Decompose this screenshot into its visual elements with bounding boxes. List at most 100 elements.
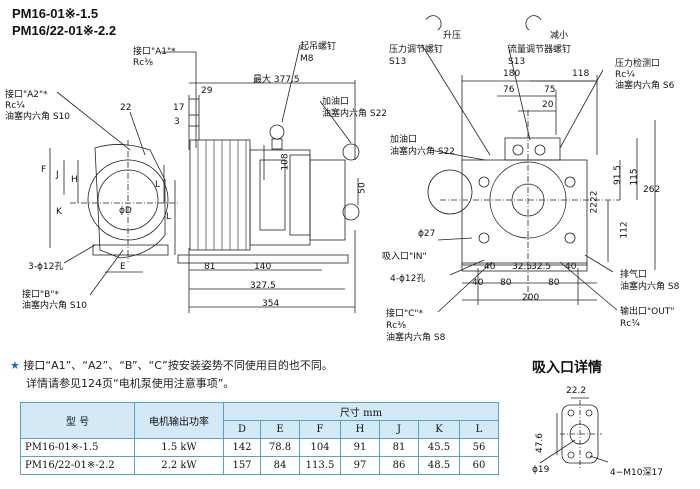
- dim-140: 140: [254, 262, 272, 272]
- cell-value: 142: [223, 438, 261, 457]
- dim-3: 3: [174, 117, 180, 127]
- letter-D: ϕD: [119, 206, 132, 216]
- dim-262: 262: [643, 185, 661, 195]
- port-c-size: Rc⅜: [386, 321, 406, 331]
- flow-down-label: 减小: [550, 31, 569, 41]
- dim-phi27: ϕ27: [418, 229, 436, 239]
- pump-housing: [461, 159, 588, 266]
- increase-arrow: [425, 15, 442, 31]
- port-c-plug: 油塞内六角 S8: [386, 333, 446, 343]
- foot-plate: [92, 244, 169, 256]
- model-title-2: PM16/22-01※-2.2: [12, 23, 117, 38]
- th-size: 尺寸 mm: [223, 402, 499, 421]
- suction-flange: [427, 169, 473, 215]
- lifting-eye: [269, 124, 285, 140]
- dim-108: 108: [280, 153, 291, 171]
- dim-2222: 2222: [589, 190, 600, 214]
- th-col-J: J: [379, 420, 419, 439]
- oil-inlet-plug: [342, 143, 360, 161]
- dim-75: 75: [544, 85, 556, 95]
- letter-H: H: [71, 175, 78, 185]
- dim-22: 22: [120, 103, 132, 113]
- letter-E: E: [120, 262, 126, 272]
- port-a2-plug: 油塞内六角 S10: [5, 112, 71, 122]
- cell-model: PM16/22-01※-2.2: [20, 456, 135, 475]
- cell-value: 97: [340, 456, 380, 475]
- port-c-label: 接口"C"*: [386, 309, 424, 319]
- port-b-label: 接口"B"*: [22, 290, 59, 300]
- side-oil-inlet-plug: 油塞内六角 S22: [322, 109, 388, 119]
- note-star-icon: ★: [10, 359, 20, 372]
- cell-model: PM16-01※-1.5: [20, 438, 135, 457]
- detail-title: 吸入口详情: [532, 360, 602, 376]
- note-line-2: 详情请参见124页“电机泵使用注意事项”。: [26, 377, 235, 390]
- dim-32-5-left: 32.5: [512, 262, 533, 272]
- flow-screw-size: S13: [508, 57, 526, 67]
- pressure-port-plug: 油塞内六角 S6: [615, 81, 675, 91]
- thread-label: 4−M10深17: [610, 468, 663, 478]
- dim-50: 50: [357, 182, 368, 194]
- dim-40-left: 40: [484, 262, 496, 272]
- th-col-H: H: [340, 420, 380, 439]
- th-col-F: F: [299, 420, 341, 439]
- th-col-E: E: [260, 420, 300, 439]
- cell-value: 81: [379, 438, 419, 457]
- dim-29: 29: [201, 86, 213, 96]
- pump-section: [309, 159, 346, 241]
- table-header-row: 型 号 电机输出功率 尺寸 mm: [20, 402, 499, 439]
- cell-power: 2.2 kW: [134, 456, 224, 475]
- dim-112: 112: [619, 221, 630, 239]
- port-a1-label: 接口"A1"*: [133, 47, 176, 57]
- dim-47-6: 47.6: [535, 432, 546, 454]
- end-cap-outline: [94, 144, 166, 259]
- cell-power: 1.5 kW: [134, 438, 224, 457]
- dim-91-5: 91.5: [613, 164, 624, 186]
- dim-40-right: 40: [565, 262, 577, 272]
- dim-40-bottom: 40: [472, 278, 484, 288]
- lifting-screw-size: M8: [300, 54, 314, 64]
- dim-118: 118: [572, 69, 590, 79]
- flow-screw-label: 流量调节器螺钉: [508, 45, 572, 55]
- th-col-D: D: [223, 420, 261, 439]
- dim-20: 20: [542, 100, 554, 110]
- table-row: PM16-01※-1.5 1.5 kW 142 78.8 104 91 81 4…: [20, 438, 499, 457]
- valve-block: [504, 137, 561, 161]
- spec-table: 型 号 电机输出功率 尺寸 mm D E F H J K L PM16-01※-…: [20, 402, 499, 475]
- dim-phi19: ϕ19: [532, 465, 550, 475]
- port-a2-size: Rc¼: [5, 101, 25, 111]
- port-a2-label: 接口"A2"*: [5, 90, 48, 100]
- note-text-1: 接口“A1”、“A2”、“B”、“C”按安装姿势不同使用目的也不同。: [23, 359, 333, 372]
- dim-max: 最大 377.5: [253, 75, 300, 85]
- letter-F: F: [41, 165, 47, 175]
- dim-17: 17: [173, 103, 185, 113]
- cell-value: 48.5: [418, 456, 460, 475]
- th-col-L: L: [459, 420, 499, 439]
- side-oil-inlet-label: 加油口: [322, 97, 350, 107]
- dim-180: 180: [503, 69, 521, 79]
- th-col-K: K: [418, 420, 460, 439]
- cell-value: 113.5: [299, 456, 341, 475]
- outlet-size: Rc¾: [620, 319, 640, 329]
- letter-J: J: [56, 170, 59, 180]
- front-oil-inlet-label: 加油口: [390, 135, 418, 145]
- port-a1-size: Rc⅜: [133, 58, 153, 68]
- dim-32-5-right: 32.5: [531, 262, 552, 272]
- note-line-1: ★ 接口“A1”、“A2”、“B”、“C”按安装姿势不同使用目的也不同。: [10, 357, 333, 373]
- model-title-1: PM16-01※-1.5: [12, 6, 99, 21]
- dim-115: 115: [629, 168, 640, 186]
- outlet-label: 输出口"OUT": [620, 307, 675, 317]
- cooling-fins: [189, 139, 251, 251]
- letter-L-1: L: [155, 180, 161, 190]
- cell-value: 84: [260, 456, 300, 475]
- cell-value: 56: [459, 438, 499, 457]
- pressure-port-size: Rc¼: [615, 70, 635, 80]
- cell-value: 60: [459, 456, 499, 475]
- pressure-screw-label: 压力调节螺钉: [389, 45, 444, 55]
- dim-200: 200: [522, 293, 540, 303]
- cell-value: 78.8: [260, 438, 300, 457]
- bolt-holes-label: 3-ϕ12孔: [28, 262, 64, 272]
- th-power: 电机输出功率: [134, 402, 224, 439]
- port-b-plug: 油塞内六角 S10: [22, 301, 88, 311]
- dim-81: 81: [204, 262, 216, 272]
